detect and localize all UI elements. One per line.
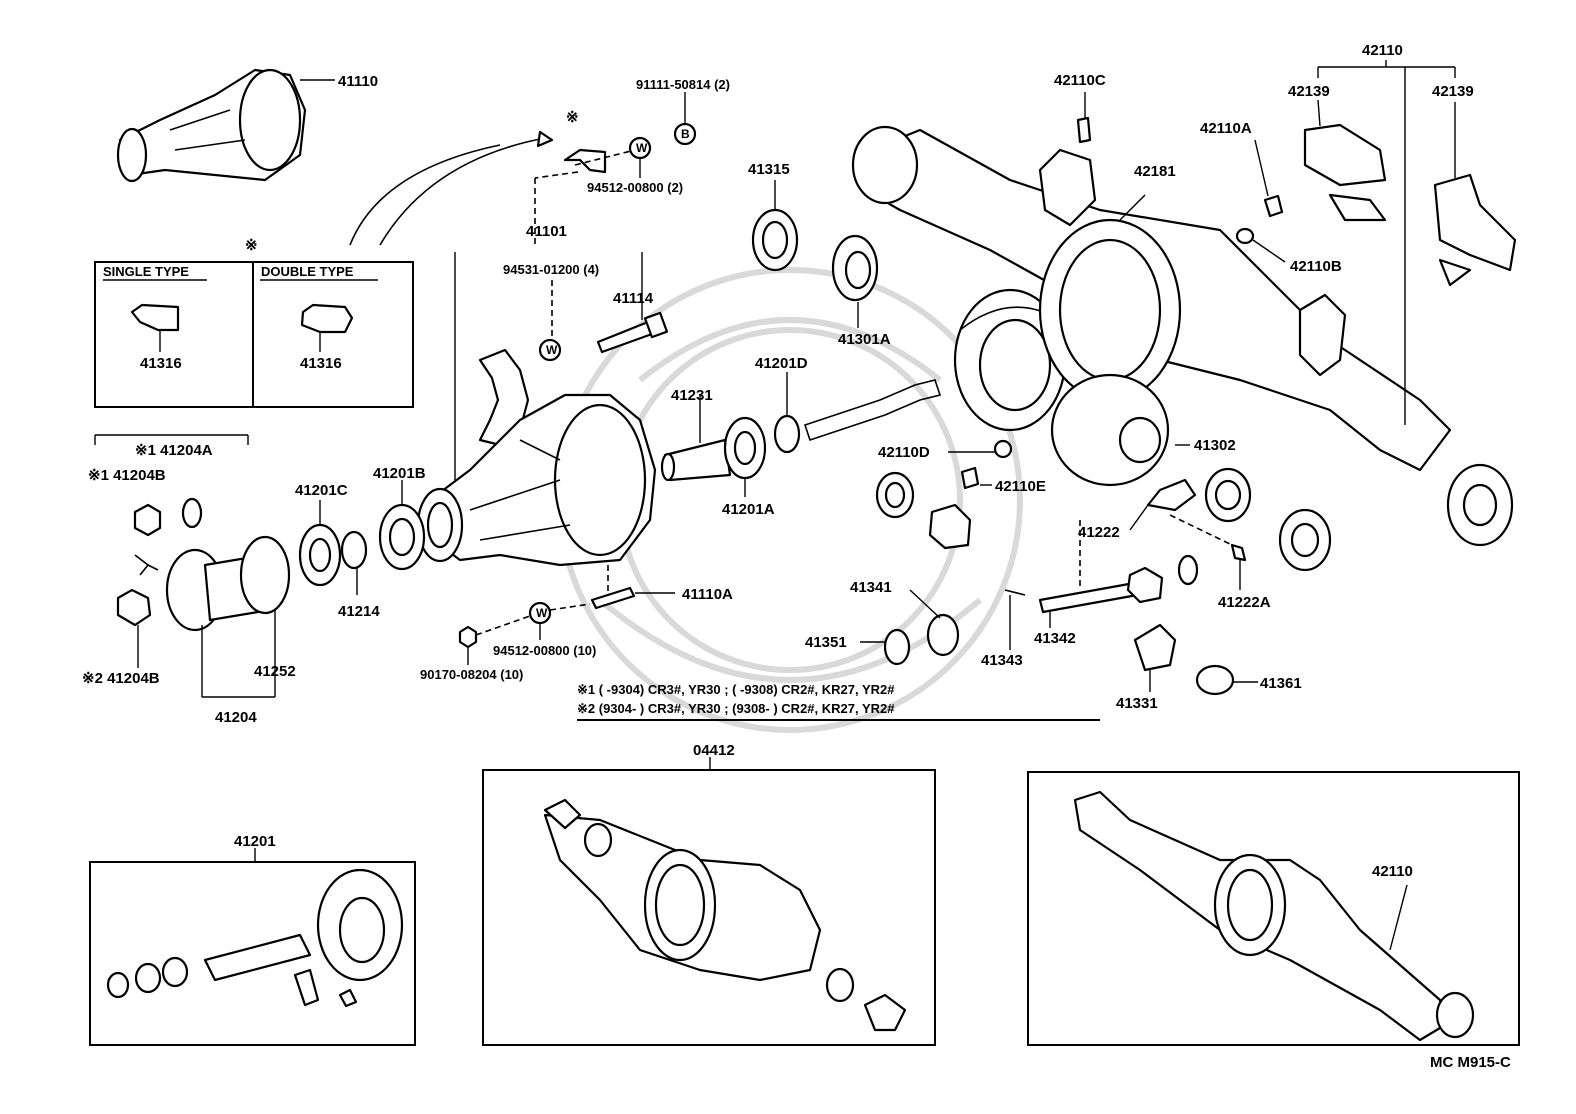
callout-41331: 41331 [1116,695,1158,712]
callout-41231: 41231 [671,387,713,404]
callout-41204A: ※1 41204A [135,442,213,459]
note-2: ※2 (9304- ) CR3#, YR30 ; (9308- ) CR2#, … [577,701,895,716]
differential-internals [860,439,1332,696]
callout-41342: 41342 [1034,630,1076,647]
callout-41201C: 41201C [295,482,348,499]
callout-41201D: 41201D [755,355,808,372]
axle-housing-box [1027,771,1520,1046]
callout-41252: 41252 [254,663,296,680]
breather-and-plugs [1076,92,1286,263]
callout-41343: 41343 [981,652,1023,669]
bracket-hardware [534,92,697,245]
inset-double-type: DOUBLE TYPE [261,264,354,279]
callout-42139-right: 42139 [1432,83,1474,100]
callout-41204: 41204 [215,709,257,726]
callout-42139-left: 42139 [1288,83,1330,100]
callout-41316-single: 41316 [140,355,182,372]
callout-90170-08204: 90170-08204 (10) [420,667,523,682]
callout-94512-00800-10: 94512-00800 (10) [493,643,596,658]
callout-41222: 41222 [1078,524,1120,541]
callout-41201: 41201 [234,833,276,850]
diagram-code: MC M915-C [1430,1054,1511,1071]
washer-letter-b1: B [681,127,690,141]
curve-arrow-1 [349,144,501,246]
bracket-marker: ※ [566,109,579,126]
callout-42110-top: 42110 [1362,42,1403,59]
callout-41361: 41361 [1260,675,1302,692]
callout-94531-01200: 94531-01200 (4) [503,262,599,277]
callout-42110D: 42110D [878,444,930,461]
callout-42110-bottom: 42110 [1372,863,1413,880]
housing-shell-box [482,757,936,1046]
carrier-assembly-drawing [116,68,335,183]
callout-41315: 41315 [748,161,790,178]
callout-41201B: 41201B [373,465,426,482]
callout-41222A: 41222A [1218,594,1271,611]
pinion-bearing-group [458,372,801,665]
washer-letter-w3: W [536,606,548,620]
differential-carrier-housing [416,252,657,595]
bearings-right-center [751,180,879,328]
note-1: ※1 ( -9304) CR3#, YR30 ; ( -9308) CR2#, … [577,682,895,697]
axle-brackets-42139 [1303,60,1517,425]
watermark [557,267,1023,733]
callout-41110A: 41110A [682,586,733,603]
callout-41114: 41114 [613,290,654,307]
type-inset-box [94,261,414,408]
callout-41214: 41214 [338,603,380,620]
callout-41201A: 41201A [722,501,775,518]
washer-letter-w2: W [546,343,558,357]
ring-gear-pinion [803,288,1067,442]
callout-41301A: 41301A [838,331,891,348]
ring-pinion-set-box [89,848,416,1046]
callout-labels: 41110 91111-50814 (2) 94512-00800 (2) 41… [82,42,1511,1071]
axle-housing-assembly [851,125,1514,547]
companion-flange-group [94,434,426,698]
callout-94512-00800-2: 94512-00800 (2) [587,180,683,195]
callout-41341: 41341 [850,579,892,596]
bolt-41114 [538,311,669,362]
arrow-head [536,130,554,148]
inset-marker: ※ [245,237,258,254]
callout-41110: 41110 [338,73,378,90]
callout-41302: 41302 [1194,437,1236,454]
callout-42110B: 42110B [1290,258,1342,275]
callout-41101: 41101 [526,223,567,240]
callout-91111-50814: 91111-50814 (2) [636,77,730,92]
curve-arrow-2 [379,137,546,246]
inset-single-type: SINGLE TYPE [103,264,189,279]
callout-42181: 42181 [1134,163,1176,180]
callout-42110C: 42110C [1054,72,1106,89]
callout-04412: 04412 [693,742,735,759]
callout-41204B-2: ※2 41204B [82,670,160,687]
callout-41316-double: 41316 [300,355,342,372]
washer-letter-w1: W [636,141,648,155]
callout-42110E: 42110E [995,478,1046,495]
callout-41351: 41351 [805,634,847,651]
callout-42110A: 42110A [1200,120,1252,137]
callout-41204B-1: ※1 41204B [88,467,166,484]
